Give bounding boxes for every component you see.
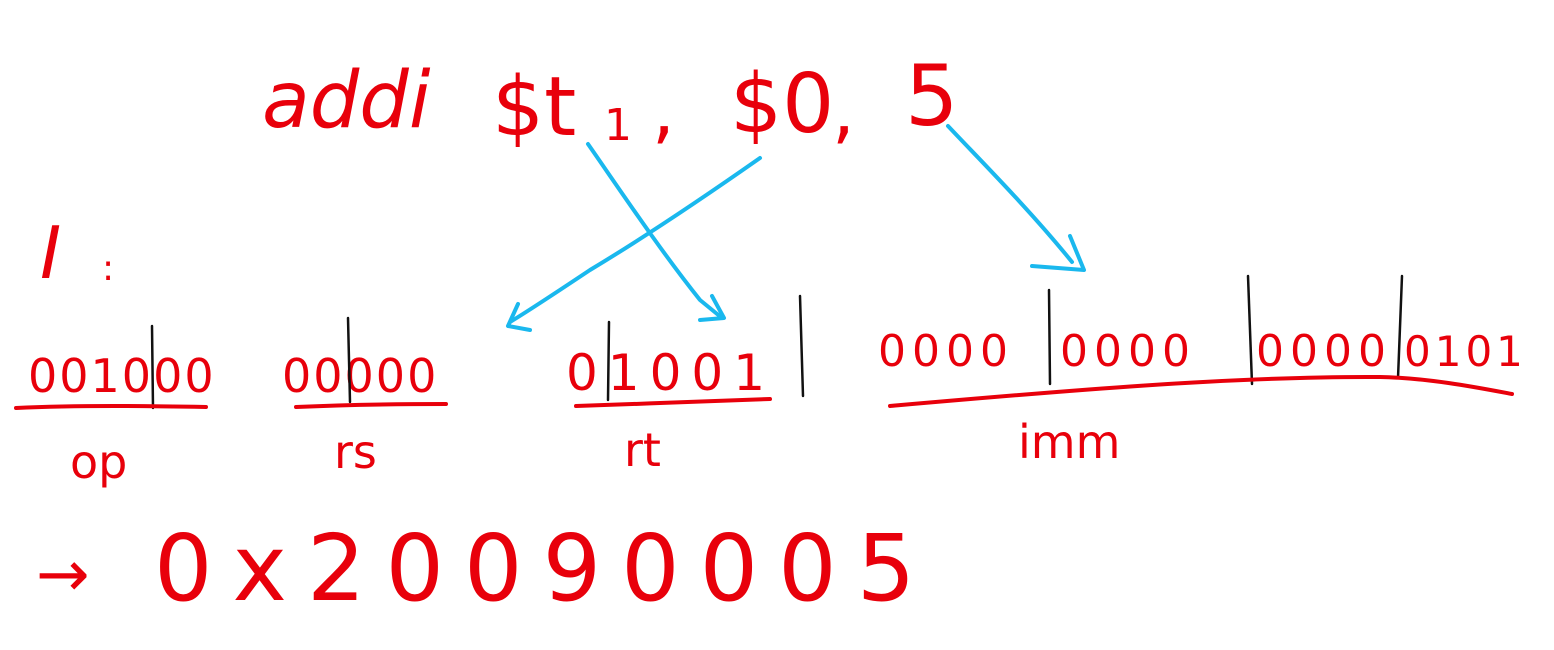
comma-2: ,	[832, 68, 855, 152]
op-bits: 001000	[28, 349, 216, 403]
imm-field-name: imm	[1018, 415, 1120, 469]
imm-to-field-arrowhead	[1030, 234, 1086, 272]
rs-separator	[346, 316, 352, 404]
op-separator	[150, 324, 155, 410]
t1-to-rt-arrow	[586, 142, 724, 320]
rt-bits: 01001	[566, 344, 775, 402]
op-field-name: op	[70, 435, 127, 489]
rt-separator-left	[606, 320, 611, 402]
rs-field-name: rs	[334, 425, 377, 479]
result-arrow: →	[36, 538, 90, 612]
result-hex: 0x20090005	[154, 515, 935, 622]
rt-field-name: rt	[624, 423, 661, 477]
t1-to-rt-arrowhead	[698, 294, 726, 322]
rs-bits: 00000	[282, 349, 438, 403]
field-separators	[150, 274, 1404, 410]
imm-to-field-arrow	[946, 124, 1074, 264]
comma-1: ,	[652, 68, 675, 152]
imm-separator-1	[1047, 288, 1052, 386]
imm-bits-group-1: 0000	[878, 326, 1014, 377]
instruction-mnemonic: addi	[262, 56, 431, 146]
imm-bits-group-2: 0000	[1060, 326, 1196, 377]
rs-underline	[294, 402, 448, 409]
rt-underline	[574, 397, 772, 408]
src-register: $0	[730, 57, 834, 152]
mapping-arrows	[506, 124, 1086, 332]
dest-register-index: 1	[604, 100, 632, 151]
zero-to-rs-arrowhead	[506, 302, 532, 332]
rt-separator-right	[798, 294, 805, 398]
imm-bits-group-3: 0000	[1256, 326, 1392, 377]
imm-underline	[888, 374, 1514, 408]
op-underline	[14, 404, 208, 410]
imm-bits-group-4: 0101	[1404, 327, 1527, 376]
imm-separator-3	[1396, 274, 1404, 380]
dest-register: $t	[492, 60, 576, 155]
imm-separator-2	[1246, 274, 1254, 386]
field-underlines	[14, 374, 1514, 410]
format-colon: :	[102, 248, 114, 289]
format-label: I	[40, 211, 61, 295]
zero-to-rs-arrow	[508, 156, 762, 324]
